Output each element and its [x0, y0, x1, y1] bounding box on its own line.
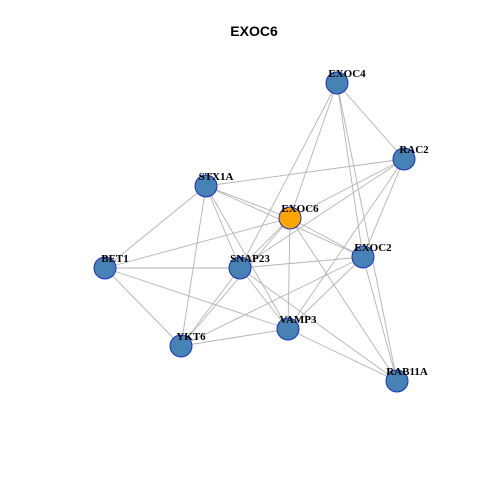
edge-stx1a-vamp3: [205, 185, 289, 330]
edge-stx1a-exoc6: [205, 185, 291, 219]
node-ykt6: [169, 334, 193, 358]
edge-exoc6-snap23: [239, 217, 291, 269]
node-label-exoc6: EXOC6: [281, 203, 319, 215]
edge-exoc6-rab11a: [289, 217, 398, 382]
node-rac2: [392, 147, 416, 171]
edge-exoc4-rac2: [336, 82, 405, 160]
edge-exoc6-vamp3: [287, 217, 291, 330]
node-label-exoc4: EXOC4: [328, 68, 366, 80]
edge-exoc2-ykt6: [180, 256, 364, 347]
edge-stx1a-bet1: [104, 185, 207, 269]
node-label-stx1a: STX1A: [199, 171, 234, 183]
node-exoc4: [325, 71, 349, 95]
node-exoc6: [278, 206, 302, 230]
edge-exoc2-rab11a: [362, 256, 398, 382]
edge-stx1a-snap23: [205, 185, 241, 269]
edge-exoc4-rab11a: [336, 82, 398, 382]
edge-exoc4-exoc6: [289, 82, 338, 219]
edge-stx1a-ykt6: [180, 185, 207, 347]
edge-bet1-vamp3: [104, 267, 289, 330]
node-stx1a: [194, 174, 218, 198]
edge-bet1-ykt6: [104, 267, 182, 347]
node-exoc2: [351, 245, 375, 269]
node-label-vamp3: VAMP3: [279, 314, 317, 326]
node-bet1: [93, 256, 117, 280]
edge-exoc6-bet1: [104, 217, 291, 269]
edge-snap23-rab11a: [239, 267, 398, 382]
node-label-rac2: RAC2: [399, 144, 429, 156]
edge-layer: [104, 82, 405, 382]
node-vamp3: [276, 317, 300, 341]
graph-title: EXOC6: [230, 23, 278, 39]
node-label-bet1: BET1: [101, 253, 129, 265]
edge-snap23-ykt6: [180, 267, 241, 347]
node-label-rab11a: RAB11A: [386, 366, 428, 378]
node-snap23: [228, 256, 252, 280]
edge-rac2-exoc6: [289, 158, 405, 219]
edge-exoc2-vamp3: [287, 256, 364, 330]
node-label-ykt6: YKT6: [176, 331, 206, 343]
edge-exoc6-exoc2: [289, 217, 364, 258]
node-layer: [93, 71, 416, 393]
edge-exoc4-snap23: [239, 82, 338, 269]
edge-exoc4-exoc2: [336, 82, 364, 258]
edge-rac2-vamp3: [287, 158, 405, 330]
edge-exoc6-ykt6: [180, 217, 291, 347]
node-rab11a: [385, 369, 409, 393]
edge-vamp3-rab11a: [287, 328, 398, 382]
edge-vamp3-ykt6: [180, 328, 289, 347]
node-label-snap23: SNAP23: [230, 253, 270, 265]
edge-rac2-exoc2: [362, 158, 405, 258]
node-label-exoc2: EXOC2: [354, 242, 392, 254]
edge-rac2-snap23: [239, 158, 405, 269]
edge-snap23-vamp3: [239, 267, 289, 330]
edge-rac2-stx1a: [205, 158, 405, 187]
edge-exoc2-snap23: [239, 256, 364, 269]
